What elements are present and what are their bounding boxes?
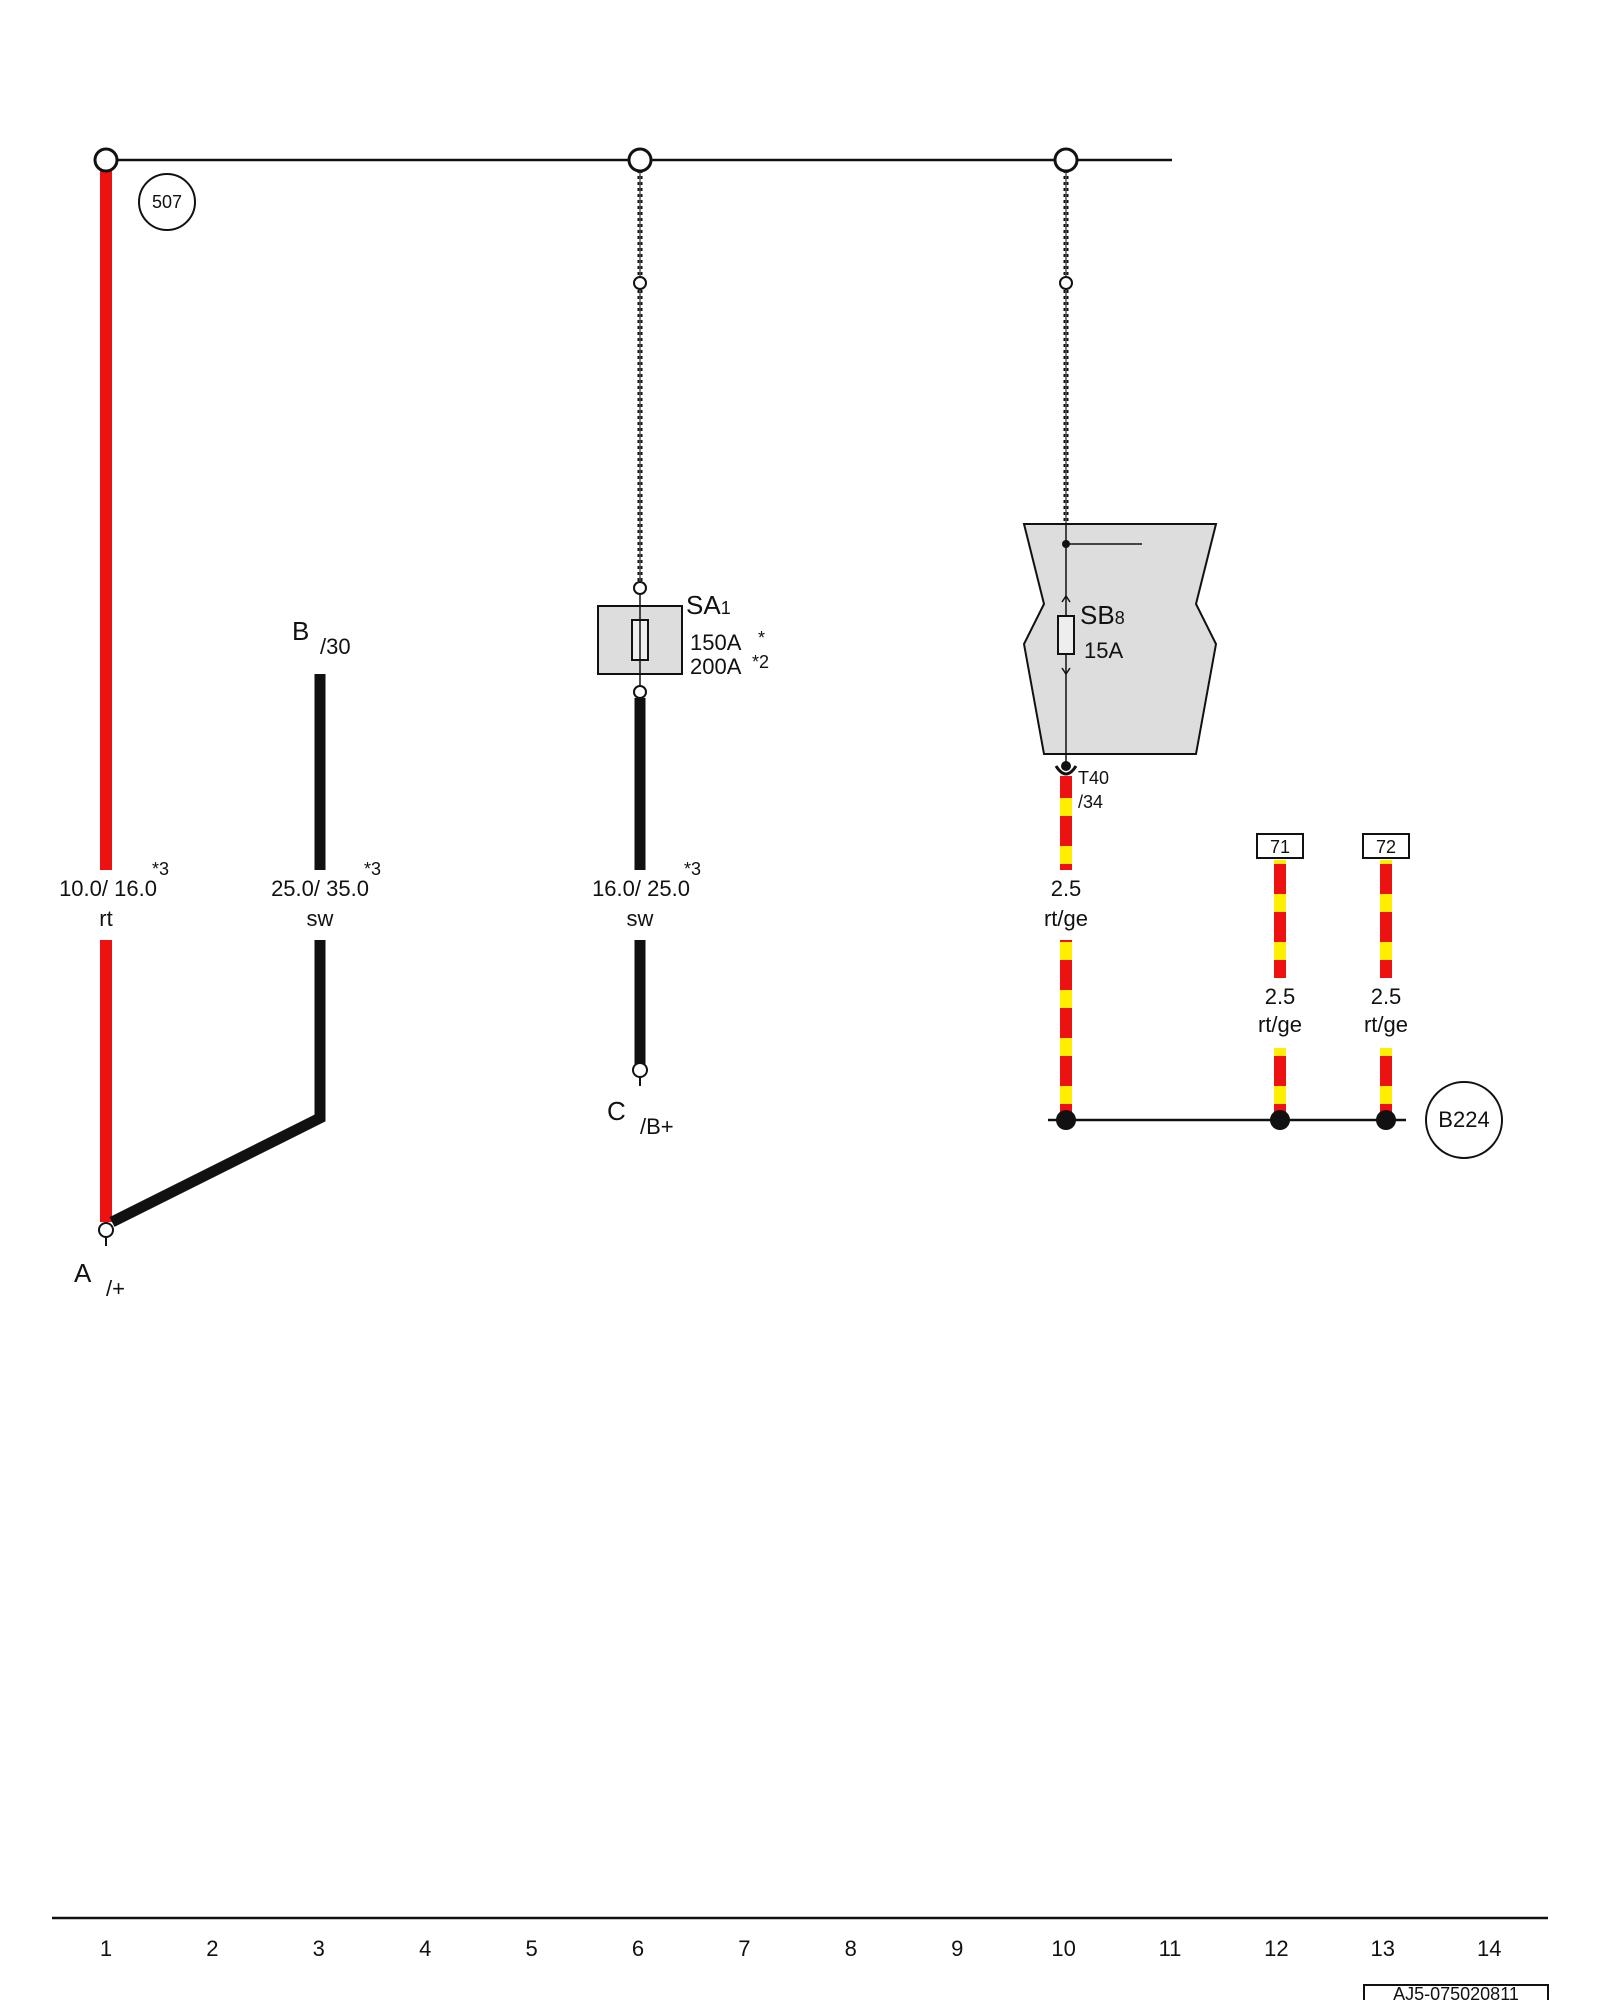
grid-number-7: 7 <box>738 1936 750 1961</box>
reference-label-71: 71 <box>1270 837 1290 857</box>
fuse-sb8-element <box>1057 615 1075 655</box>
fuse-sa1-note-1: * <box>758 628 765 648</box>
wire-13-rtge-upper <box>1380 860 1392 978</box>
wire-10-size: 2.5 <box>1051 876 1082 901</box>
fuse-sb8-top-bracket <box>1061 594 1071 603</box>
grid-number-8: 8 <box>845 1936 857 1961</box>
grid-number-9: 9 <box>951 1936 963 1961</box>
reference-label-72: 72 <box>1376 837 1396 857</box>
connector-t40-pin: /34 <box>1078 792 1103 812</box>
fuse-sb8-bottom-bracket <box>1061 667 1071 676</box>
wire-1-color: rt <box>99 906 112 931</box>
wire-12-size: 2.5 <box>1265 984 1296 1009</box>
grid-number-12: 12 <box>1264 1936 1288 1961</box>
grid-number-1: 1 <box>100 1936 112 1961</box>
connector-c-name: C <box>607 1096 626 1126</box>
wire-3-black-lower <box>109 940 326 1227</box>
connector-c-pin: /B+ <box>640 1114 674 1139</box>
wire-13-size: 2.5 <box>1371 984 1402 1009</box>
grid-number-6: 6 <box>632 1936 644 1961</box>
fuse-sa1-top-pin <box>633 581 647 595</box>
bus-junction-10 <box>1053 147 1079 173</box>
ground-point-507 <box>138 173 196 231</box>
grid-number-5: 5 <box>525 1936 537 1961</box>
wire-6-color: sw <box>627 906 654 931</box>
connector-c-pin-circle <box>632 1062 648 1078</box>
ground-point-b224 <box>1425 1081 1503 1159</box>
fuse-sa1-rating-1: 150A <box>690 630 742 655</box>
wire-12-rtge-upper <box>1274 860 1286 978</box>
wire-1-note: *3 <box>152 859 169 879</box>
reference-box-72 <box>1362 833 1410 859</box>
wire-3-note: *3 <box>364 859 381 879</box>
fuse-sa1-bottom-pin <box>633 685 647 699</box>
bus-junction-1 <box>93 147 119 173</box>
grid-number-14: 14 <box>1477 1936 1501 1961</box>
wire-10-rtge-lower <box>1060 940 1072 1120</box>
wire-12-color: rt/ge <box>1258 1012 1302 1037</box>
wire-3-color: sw <box>307 906 334 931</box>
wire-13-color: rt/ge <box>1364 1012 1408 1037</box>
fuse-sa1-rating-2: 200A <box>690 654 742 679</box>
bus-junction-6 <box>627 147 653 173</box>
connector-t40-socket <box>1054 765 1078 776</box>
grid-number-11: 11 <box>1159 1936 1182 1961</box>
ground-junction-13 <box>1376 1110 1396 1130</box>
grid-number-13: 13 <box>1371 1936 1395 1961</box>
wire-6-splice-point <box>633 276 647 290</box>
ground-label-b224: B224 <box>1438 1107 1489 1132</box>
fuse-sa1-label: SA1 <box>686 590 731 620</box>
ground-label-507: 507 <box>152 192 182 212</box>
grid-number-3: 3 <box>313 1936 325 1961</box>
fuse-sb8-branch-dot <box>1062 540 1070 548</box>
wire-10-color: rt/ge <box>1044 906 1088 931</box>
reference-box-71 <box>1256 833 1304 859</box>
wire-12-rtge-lower <box>1274 1048 1286 1120</box>
fuse-box-sb <box>1022 523 1218 755</box>
document-id: AJ5-075020811 <box>1393 1984 1519 2000</box>
wire-10-rtge-upper <box>1060 776 1072 870</box>
wire-6-note: *3 <box>684 859 701 879</box>
wire-13-rtge-lower <box>1380 1048 1392 1120</box>
connector-a-pin: /+ <box>106 1276 125 1301</box>
grid-number-10: 10 <box>1051 1936 1075 1961</box>
wire-6-size: 16.0/ 25.0 <box>592 876 690 901</box>
grid-number-4: 4 <box>419 1936 431 1961</box>
ground-junction-12 <box>1270 1110 1290 1130</box>
fuse-sb8-rating: 15A <box>1084 638 1123 663</box>
connector-t40-pin-dot <box>1061 761 1071 771</box>
connector-a-pin-circle <box>98 1222 114 1238</box>
document-id-box <box>1363 1984 1549 2000</box>
wire-3-size: 25.0/ 35.0 <box>271 876 369 901</box>
connector-a-name: A <box>74 1258 92 1288</box>
grid-number-2: 2 <box>206 1936 218 1961</box>
connector-b-pin: /30 <box>320 634 351 659</box>
connector-t40-name: T40 <box>1078 768 1109 788</box>
wire-10-splice-point <box>1059 276 1073 290</box>
wire-1-size: 10.0/ 16.0 <box>59 876 157 901</box>
ground-junction-10 <box>1056 1110 1076 1130</box>
fuse-sa1-note-2: *2 <box>752 652 769 672</box>
fuse-sb8-label: SB8 <box>1080 600 1125 630</box>
connector-b-name: B <box>292 616 309 646</box>
